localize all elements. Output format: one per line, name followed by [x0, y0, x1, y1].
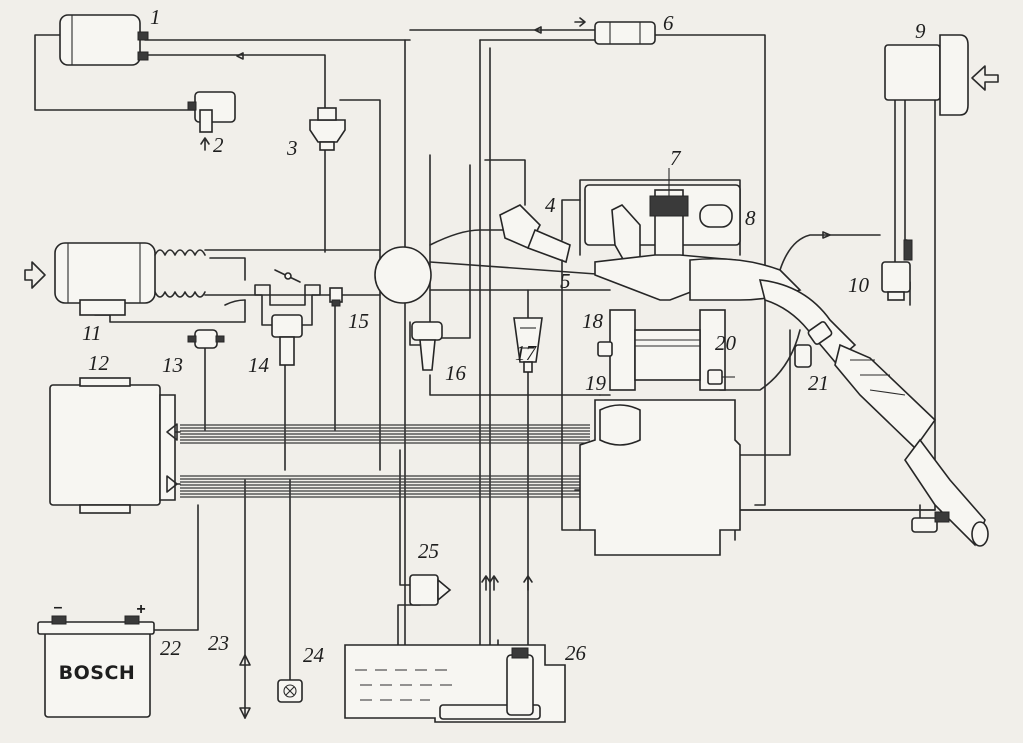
- callout-24: 24: [303, 643, 325, 667]
- callout-11: 11: [82, 321, 101, 345]
- throttle-position-sensor: [187, 329, 225, 349]
- lambda-probe-lower: [911, 511, 950, 533]
- callout-9: 9: [915, 19, 926, 43]
- fuel-filter: [513, 317, 543, 373]
- callout-21: 21: [808, 371, 829, 395]
- callout-10: 10: [848, 273, 870, 297]
- callout-6: 6: [663, 11, 674, 35]
- fuel-rail-valve: [594, 21, 656, 45]
- callout-20: 20: [715, 331, 737, 355]
- callout-23: 23: [208, 631, 229, 655]
- fuel-injector: [499, 204, 571, 264]
- callout-labels: 1 2 3 4 5 6 7 8 9 10 11 12 13 14 15 16 1…: [82, 5, 926, 667]
- callout-18: 18: [582, 309, 604, 333]
- callout-14: 14: [248, 353, 270, 377]
- callout-25: 25: [418, 539, 439, 563]
- callout-8: 8: [745, 206, 756, 230]
- callout-2: 2: [213, 133, 224, 157]
- engine-control-unit: [49, 377, 178, 514]
- callout-17: 17: [515, 341, 538, 365]
- battery-plus-sign: +: [136, 601, 145, 618]
- air-flow-meter: [24, 242, 381, 316]
- exhaust-gas-valve: [884, 34, 999, 116]
- intake-plenum: [374, 246, 611, 304]
- fuel-tank: [344, 644, 566, 723]
- exhaust-system: [689, 257, 989, 547]
- callout-7: 7: [670, 146, 682, 170]
- battery: BOSCH – +: [37, 599, 155, 718]
- cold-start-valve: [411, 321, 443, 371]
- battery-brand: BOSCH: [59, 662, 136, 684]
- intake-air-temperature-sensor: [329, 287, 343, 307]
- lambda-probe-upper: [794, 321, 833, 368]
- callout-4: 4: [545, 193, 556, 217]
- callout-13: 13: [162, 353, 183, 377]
- fuel-pump-relay: [409, 574, 452, 606]
- purge-valve: [187, 91, 236, 133]
- idle-air-control-valve: [254, 284, 321, 366]
- callout-15: 15: [348, 309, 369, 333]
- callout-1: 1: [150, 5, 161, 29]
- knock-sensor: [597, 341, 613, 357]
- engine-block: [561, 168, 741, 556]
- wiring-harness-lower: [180, 475, 600, 498]
- callout-22: 22: [160, 636, 182, 660]
- charcoal-canister: [59, 14, 149, 66]
- callout-5: 5: [560, 269, 571, 293]
- callout-12: 12: [88, 351, 110, 375]
- flow-arrows: [200, 17, 831, 591]
- callout-3: 3: [286, 136, 298, 160]
- ground-arrow: [239, 654, 251, 719]
- callout-19: 19: [585, 371, 607, 395]
- callout-26: 26: [565, 641, 587, 665]
- egr-sensor: [881, 239, 913, 301]
- diagnostic-connector: [277, 679, 303, 703]
- coolant-temperature-sensor: [707, 369, 735, 385]
- battery-minus-sign: –: [54, 599, 63, 616]
- wiring-harness-upper: [180, 424, 590, 444]
- callout-16: 16: [445, 361, 467, 385]
- pressure-regulator: [309, 107, 346, 151]
